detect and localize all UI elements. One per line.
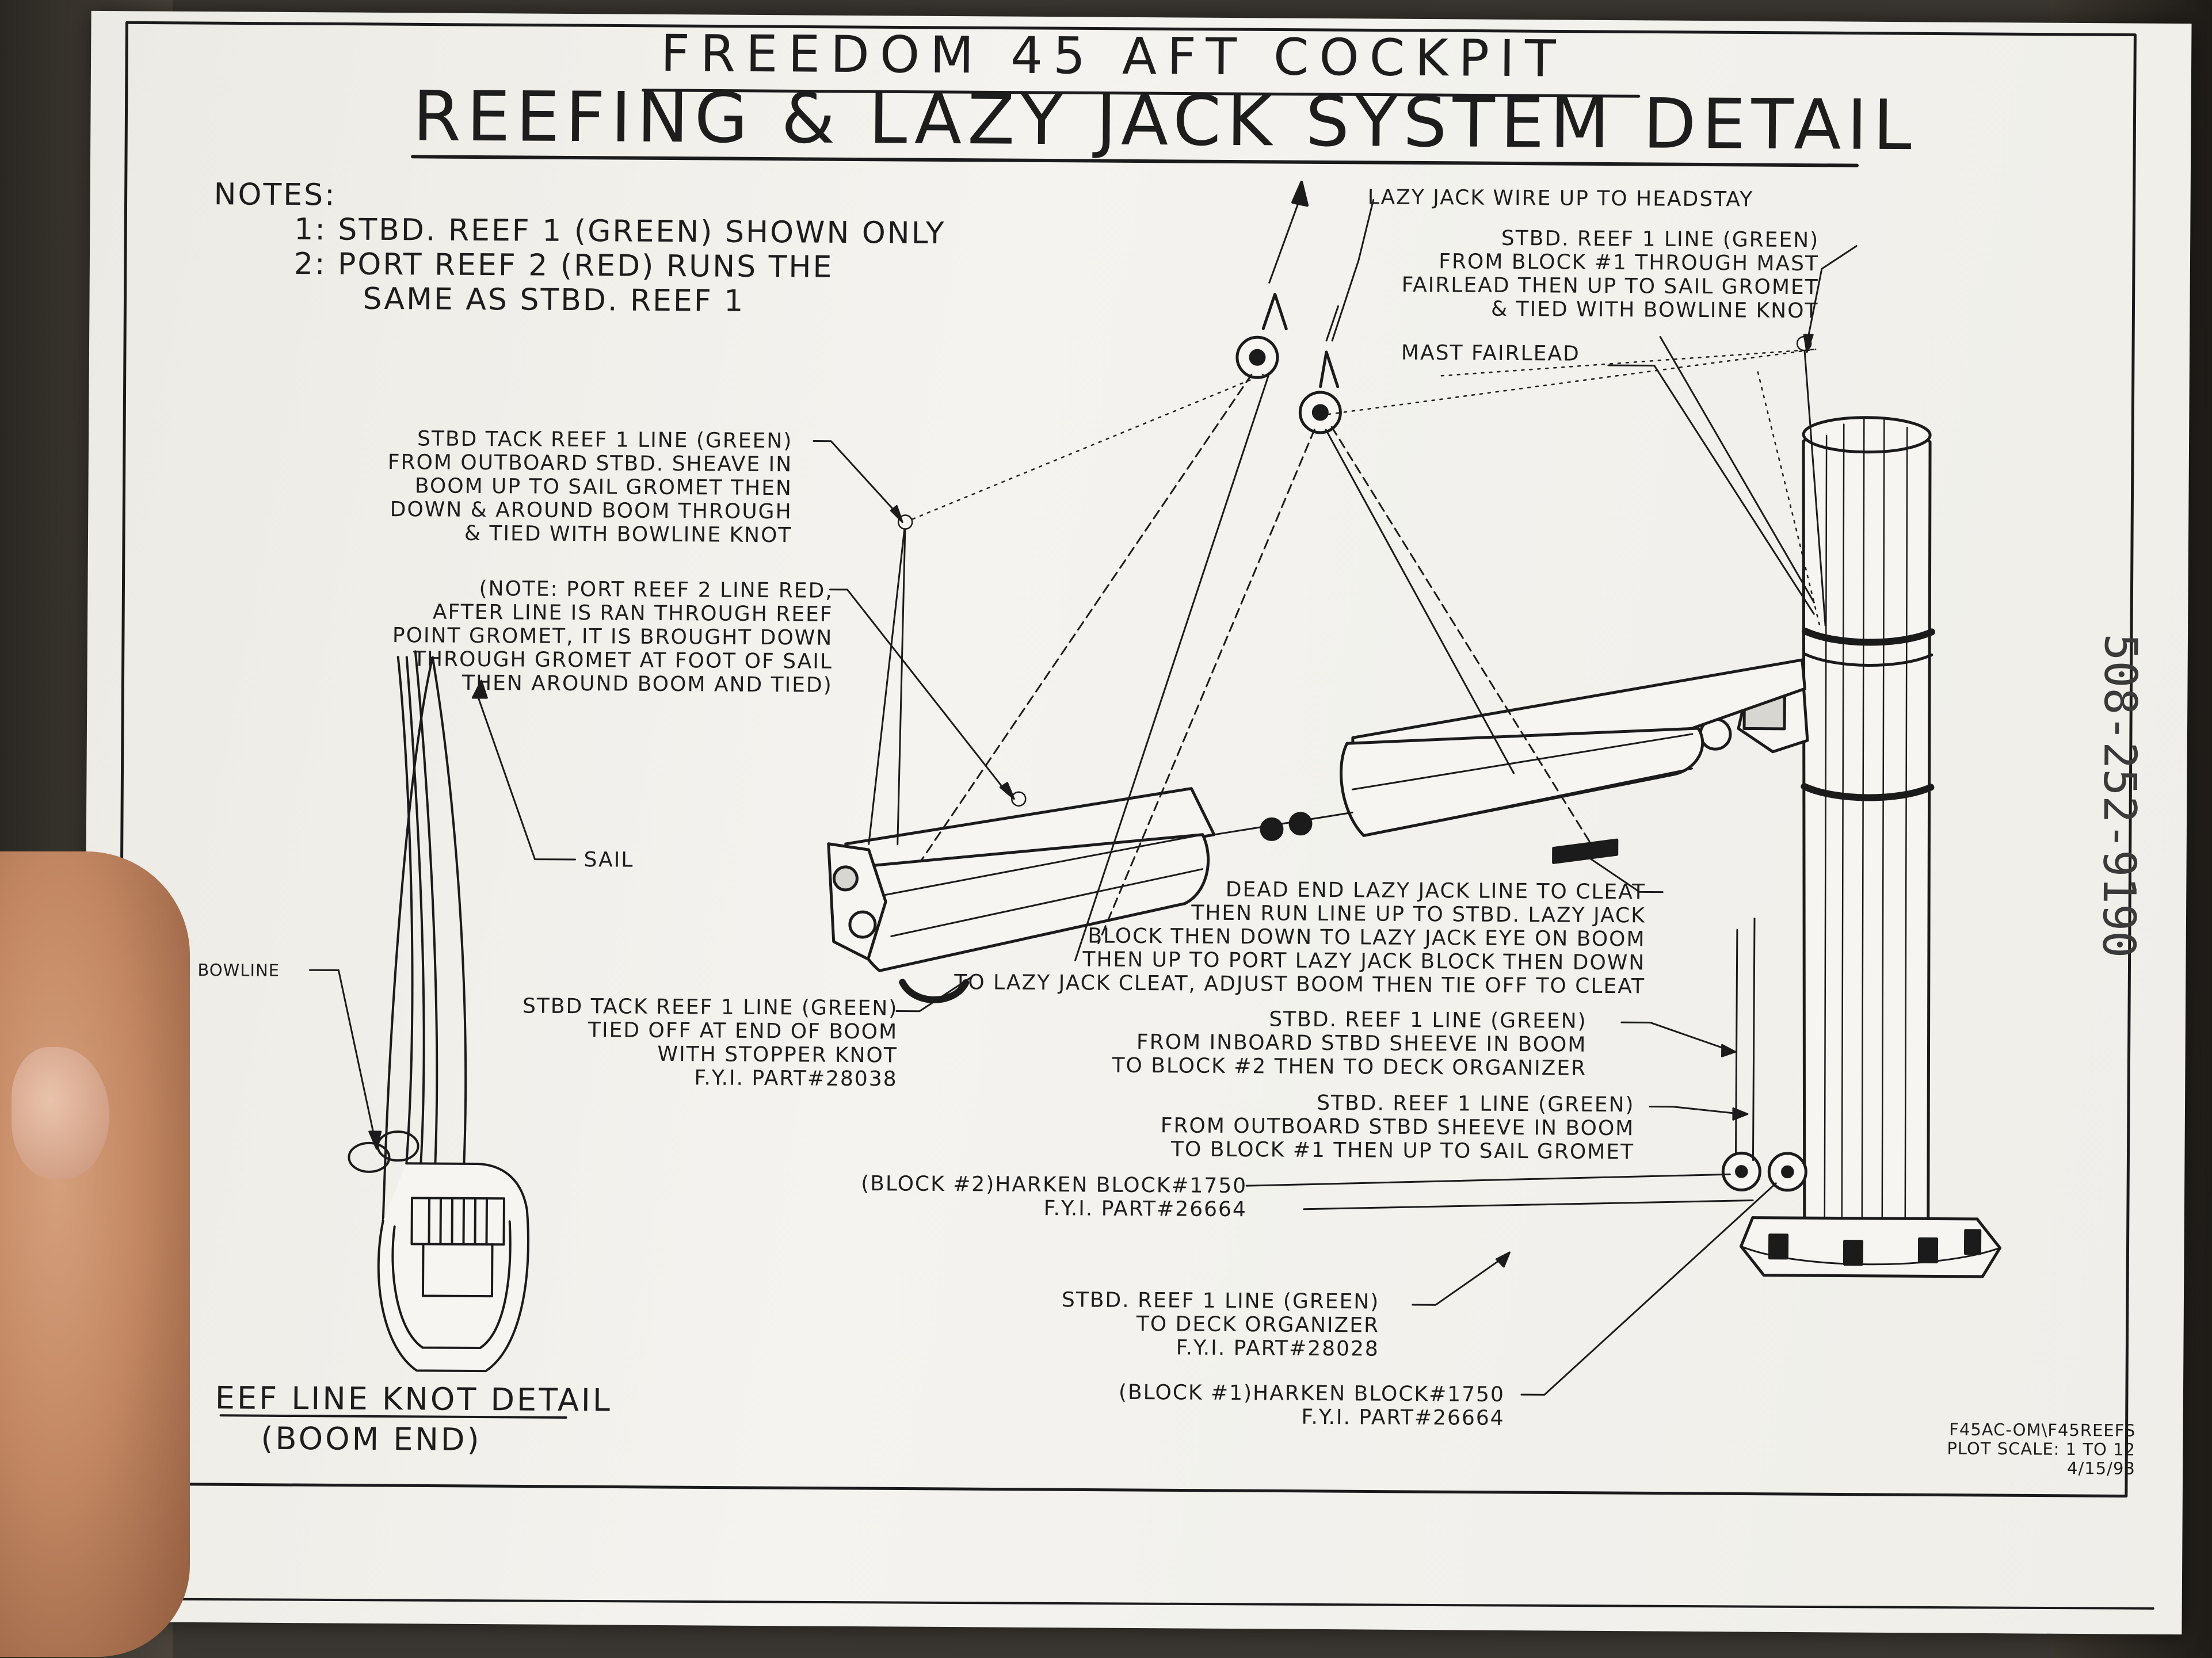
knot-detail-drawing — [348, 650, 529, 1373]
label-block-2: (BLOCK #2)HARKEN BLOCK#1750 F.Y.I. PART#… — [861, 1172, 1248, 1222]
notes-heading: NOTES: — [213, 177, 337, 213]
leader-lines — [219, 198, 1858, 1419]
title-underline-top — [642, 89, 1641, 98]
lazy-jack-blocks — [1235, 181, 1342, 434]
hand-holding-paper — [0, 851, 190, 1657]
knot-detail-subtitle: (BOOM END) — [261, 1420, 482, 1458]
title-top: FREEDOM 45 AFT COCKPIT — [660, 23, 1566, 89]
label-stbd-tack-up: STBD TACK REEF 1 LINE (GREEN) FROM OUTBO… — [387, 427, 793, 548]
boom — [827, 658, 1809, 1003]
lazy-jack-lines — [920, 373, 1595, 961]
note-2-continued: SAME AS STBD. REEF 1 — [363, 281, 745, 319]
label-block-1: (BLOCK #1)HARKEN BLOCK#1750 F.Y.I. PART#… — [1118, 1380, 1505, 1430]
label-port-reef-note: (NOTE: PORT REEF 2 LINE RED, AFTER LINE … — [392, 577, 833, 697]
page-title: REEFING & LAZY JACK SYSTEM DETAIL — [413, 77, 1918, 166]
label-dead-end-lazy-jack: DEAD END LAZY JACK LINE TO CLEAT THEN RU… — [954, 877, 1646, 999]
label-deck-organizer: STBD. REEF 1 LINE (GREEN) TO DECK ORGANI… — [1061, 1288, 1380, 1361]
label-stbd-tack-tied: STBD TACK REEF 1 LINE (GREEN) TIED OFF A… — [522, 994, 898, 1091]
technical-drawing — [116, 21, 2154, 1610]
title-underline-main — [411, 155, 1859, 167]
label-stbd-reef-mast: STBD. REEF 1 LINE (GREEN) FROM BLOCK #1 … — [1401, 226, 1820, 323]
thumbnail — [12, 1047, 109, 1179]
note-2: 2: PORT REEF 2 (RED) RUNS THE — [293, 247, 834, 285]
knot-detail-title: EEF LINE KNOT DETAIL — [215, 1380, 613, 1419]
reef-lines — [868, 335, 1826, 1192]
label-inboard-sheave: STBD. REEF 1 LINE (GREEN) FROM INBOARD S… — [1112, 1007, 1587, 1080]
label-lazy-jack-wire: LAZY JACK WIRE UP TO HEADSTAY — [1367, 185, 1754, 212]
label-mast-fairlead: MAST FAIRLEAD — [1401, 341, 1580, 366]
bottom-border-line — [132, 1598, 2154, 1610]
label-sail: SAIL — [583, 848, 634, 872]
plot-info: F45AC-OM\F45REEFS PLOT SCALE: 1 TO 12 4/… — [1947, 1419, 2136, 1479]
drawing-border — [116, 21, 2137, 1498]
note-1: 1: STBD. REEF 1 (GREEN) SHOWN ONLY — [294, 212, 946, 251]
drawing-sheet: FREEDOM 45 AFT COCKPIT REEFING & LAZY JA… — [81, 10, 2192, 1635]
label-bowline: BOWLINE — [197, 960, 280, 980]
handwritten-phone-number: 508-252-9190 — [2092, 633, 2146, 958]
label-outboard-sheave: STBD. REEF 1 LINE (GREEN) FROM OUTBOARD … — [1160, 1091, 1635, 1164]
mast — [1740, 416, 2002, 1278]
